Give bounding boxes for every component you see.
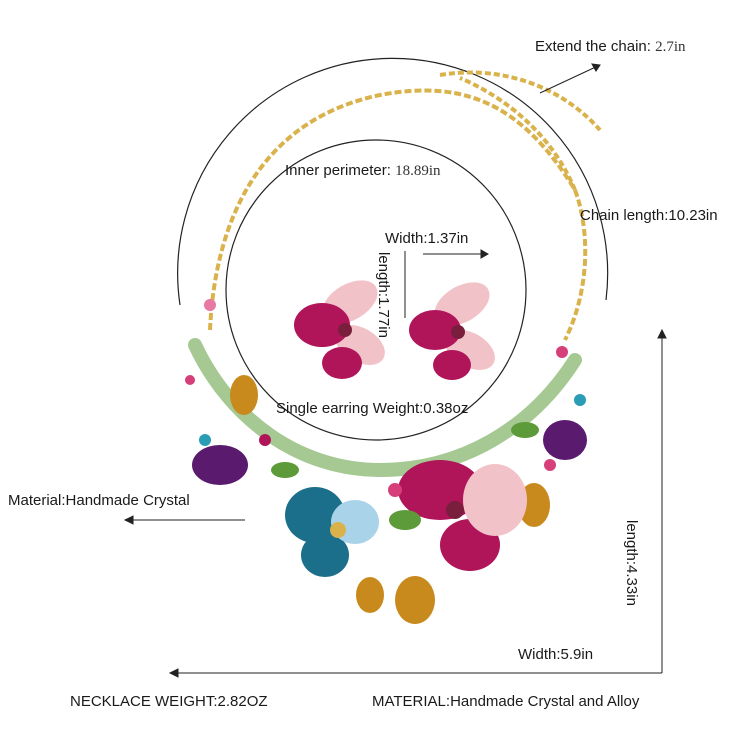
chain-length-arc: [177, 57, 609, 306]
inner-perimeter-value: 18.89in: [395, 163, 441, 179]
inner-perimeter-label: Inner perimeter: 18.89in: [285, 162, 440, 180]
earring-right: [409, 282, 495, 380]
necklace-pendant: [185, 299, 587, 624]
chain-length-label: Chain length:10.23in: [580, 207, 718, 224]
dimension-arrows: [123, 63, 667, 678]
material-full-label: MATERIAL:Handmade Crystal and Alloy: [372, 693, 640, 710]
necklace-chain: [208, 70, 602, 341]
necklace-length-label: length:4.33in: [623, 520, 640, 606]
inner-perimeter-circle: [225, 139, 527, 441]
earring-width-label: Width:1.37in: [385, 230, 469, 247]
earring-left: [294, 280, 385, 379]
extend-chain-prefix: Extend the chain:: [535, 38, 651, 55]
inner-perimeter-prefix: Inner perimeter:: [285, 162, 391, 179]
earring-weight-label: Single earring Weight:0.38oz: [276, 400, 469, 417]
necklace-width-label: Width:5.9in: [518, 646, 594, 663]
extend-chain-label: Extend the chain: 2.7in: [535, 38, 686, 56]
earring-length-label: length:1.77in: [375, 252, 392, 338]
necklace-weight-label: NECKLACE WEIGHT:2.82OZ: [70, 693, 268, 710]
extend-chain-value: 2.7in: [655, 39, 686, 55]
material-label: Material:Handmade Crystal: [8, 492, 190, 509]
